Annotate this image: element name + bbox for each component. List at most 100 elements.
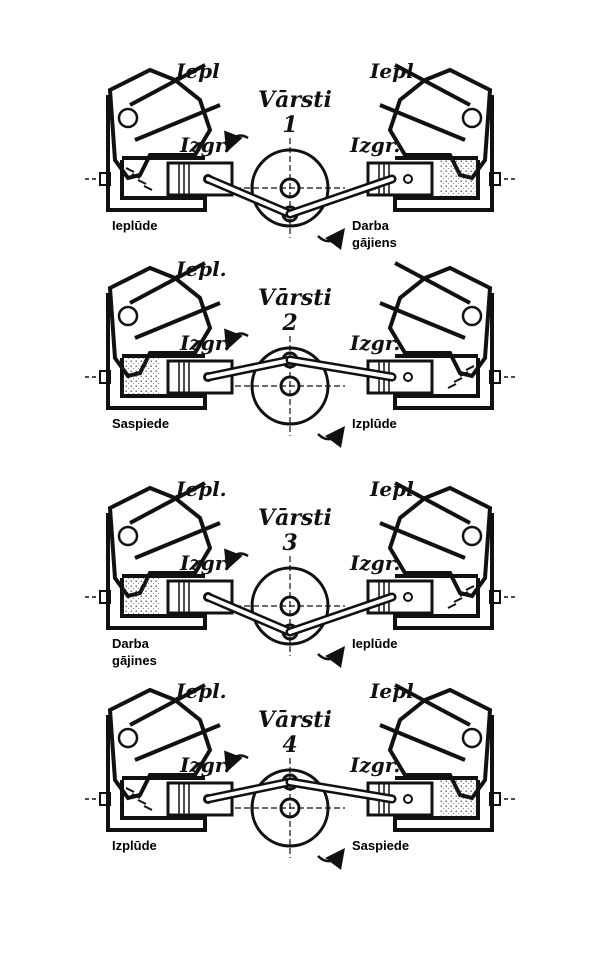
cylinder-wall	[106, 95, 207, 212]
cylinder-wall	[393, 513, 494, 630]
valve-head	[117, 107, 139, 129]
left-stroke-caption: Izplūde	[112, 838, 157, 853]
chamber-mixture	[440, 160, 478, 196]
stroke-number: 2	[281, 310, 297, 336]
connecting-rod-left-inner	[206, 177, 292, 216]
exhaust-valve-stem	[134, 521, 221, 560]
left-stroke-caption: Saspiede	[112, 416, 169, 431]
gas-flow-mark	[447, 603, 457, 609]
exhaust-valve-stem	[379, 521, 466, 560]
left-stroke-caption: Ieplūde	[112, 218, 158, 233]
gas-flow-mark	[459, 371, 469, 377]
right-inlet-label: Iepl	[369, 59, 414, 83]
gas-flow-mark	[137, 179, 147, 185]
valve-label: Vārsti	[258, 505, 332, 531]
exhaust-valve-stem	[379, 103, 466, 142]
inlet-valve-stem	[394, 481, 471, 525]
valve-head	[117, 305, 139, 327]
exhaust-valve-stem	[134, 723, 221, 762]
right-stroke-caption: Saspiede	[352, 838, 409, 853]
piston-pin	[403, 372, 413, 382]
valve-head	[461, 305, 483, 327]
left-outlet-label: Izgr.	[179, 551, 230, 575]
connecting-rod-left-inner	[206, 780, 292, 801]
stroke-number: 3	[282, 530, 297, 556]
valve-head	[117, 525, 139, 547]
right-outlet-label: Izgr.	[349, 331, 400, 355]
valve-label: Vārsti	[258, 285, 332, 311]
connecting-rod-right-inner	[288, 595, 394, 634]
right-stroke-caption: gājiens	[352, 235, 397, 250]
valve-head	[461, 107, 483, 129]
rotation-arrow-top	[224, 328, 249, 351]
inlet-valve-stem	[394, 63, 471, 107]
chamber-mixture	[440, 780, 478, 816]
valve-head	[461, 727, 483, 749]
rotation-arrow-top	[224, 130, 249, 153]
piston	[366, 161, 434, 197]
gas-flow-mark	[453, 377, 463, 383]
inlet-valve-stem	[129, 683, 206, 727]
valve-label: Vārsti	[258, 707, 332, 733]
connecting-rod-right-inner	[288, 358, 394, 379]
gas-flow-mark	[447, 383, 457, 389]
piston-pin	[403, 592, 413, 602]
left-inlet-label: Iepl.	[175, 257, 227, 281]
piston	[166, 579, 234, 615]
gas-flow-mark	[143, 805, 153, 811]
exhaust-valve-stem	[134, 103, 221, 142]
gas-flow-mark	[137, 799, 147, 805]
inlet-valve-stem	[129, 481, 206, 525]
gas-flow-mark	[131, 173, 141, 179]
left-stroke-caption: Darba	[112, 636, 150, 651]
rotation-arrow-bottom	[317, 426, 346, 448]
piston	[366, 579, 434, 615]
stroke-number: 4	[282, 732, 297, 758]
connecting-rod-right-inner	[288, 177, 394, 216]
valve-head	[461, 525, 483, 547]
left-inlet-label: Iepl	[175, 59, 220, 83]
right-inlet-label: Iepl	[369, 679, 414, 703]
inlet-valve-stem	[394, 261, 471, 305]
piston-pin	[403, 794, 413, 804]
gas-flow-mark	[453, 597, 463, 603]
exhaust-valve-stem	[134, 301, 221, 340]
piston-pin	[403, 174, 413, 184]
connecting-rod-left-inner	[206, 595, 292, 634]
right-stroke-caption: Ieplūde	[352, 636, 398, 651]
gas-flow-mark	[125, 167, 135, 173]
inlet-valve-stem	[129, 261, 206, 305]
rotation-arrow-top	[224, 750, 249, 773]
chamber-mixture	[122, 358, 160, 394]
left-outlet-label: Izgr.	[179, 753, 230, 777]
piston	[166, 161, 234, 197]
left-inlet-label: Iepl.	[175, 477, 227, 501]
connecting-rod-left-inner	[206, 358, 292, 379]
connecting-rod-right-inner	[288, 780, 394, 801]
inlet-valve-stem	[394, 683, 471, 727]
exhaust-valve-stem	[379, 723, 466, 762]
rotation-arrow-bottom	[317, 228, 346, 250]
valve-label: Vārsti	[258, 87, 332, 113]
rotation-arrow-bottom	[317, 848, 346, 870]
right-stroke-caption: Izplūde	[352, 416, 397, 431]
cylinder-wall	[106, 715, 207, 832]
chamber-mixture	[122, 578, 160, 614]
exhaust-valve-stem	[379, 301, 466, 340]
right-outlet-label: Izgr.	[349, 133, 400, 157]
right-outlet-label: Izgr.	[349, 551, 400, 575]
right-inlet-label: Iepl.	[369, 477, 421, 501]
gas-flow-mark	[143, 185, 153, 191]
stroke-number: 1	[282, 112, 297, 138]
valve-head	[117, 727, 139, 749]
gas-flow-mark	[465, 585, 475, 591]
inlet-valve-stem	[129, 63, 206, 107]
left-inlet-label: Iepl.	[175, 679, 227, 703]
left-stroke-caption: gājines	[112, 653, 157, 668]
left-outlet-label: Izgr.	[179, 331, 230, 355]
